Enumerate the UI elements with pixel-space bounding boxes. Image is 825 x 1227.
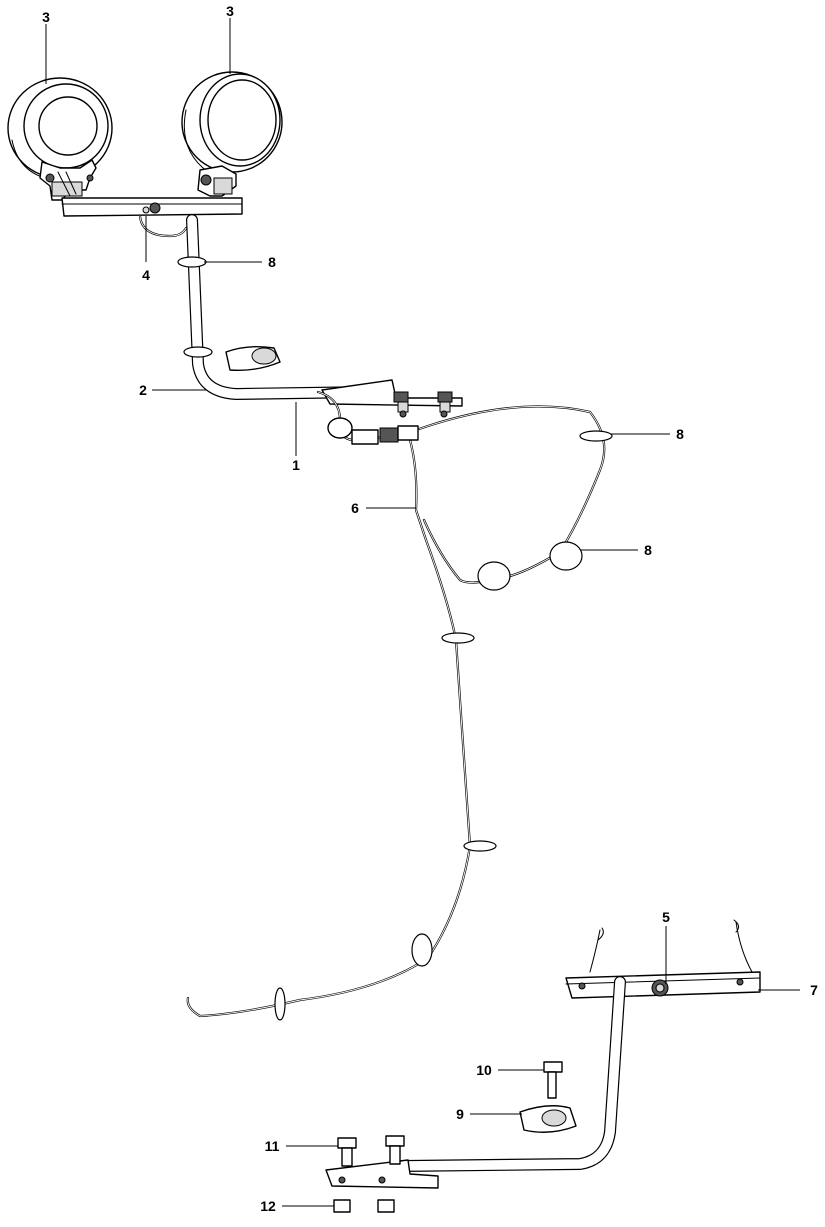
lamp-mounting-bar: [61, 197, 243, 238]
callout-10: 10: [476, 1062, 492, 1078]
nut-12-pair: [333, 1199, 395, 1213]
callout-9: 9: [456, 1106, 464, 1122]
bolt-11-pair: [337, 1135, 405, 1167]
work-lamp-right: [181, 71, 283, 197]
callout-5: 5: [662, 909, 670, 925]
tube-clamp-lower: [519, 1105, 577, 1133]
callout-labels: 3 3 4 8 2 1 8 6 8 5 7 10 9 11 12: [42, 3, 818, 1214]
mount-bracket-lower: [325, 1159, 439, 1189]
callout-7: 7: [810, 982, 818, 998]
callout-3-right: 3: [226, 3, 234, 19]
tube-clamp-upper: [225, 345, 281, 372]
rear-support-tube: [396, 976, 626, 1172]
callout-1: 1: [292, 457, 300, 473]
callout-11: 11: [265, 1138, 280, 1154]
mount-bracket-upper: [321, 379, 463, 418]
bolt-10: [543, 1061, 563, 1099]
lamp-support-tube: [177, 214, 376, 400]
callout-4: 4: [142, 267, 150, 283]
callout-8-low: 8: [644, 542, 652, 558]
wiring-harness: [186, 390, 613, 1021]
callout-8-mid: 8: [676, 426, 684, 442]
work-lamp-left: [7, 77, 113, 201]
leader-lines: [45, 18, 800, 1207]
callout-2: 2: [139, 382, 147, 398]
callout-3-left: 3: [42, 9, 50, 25]
callout-8-top: 8: [268, 254, 276, 270]
callout-6: 6: [351, 500, 359, 516]
rear-lamp-bracket: [565, 919, 761, 999]
callout-12: 12: [260, 1198, 276, 1214]
